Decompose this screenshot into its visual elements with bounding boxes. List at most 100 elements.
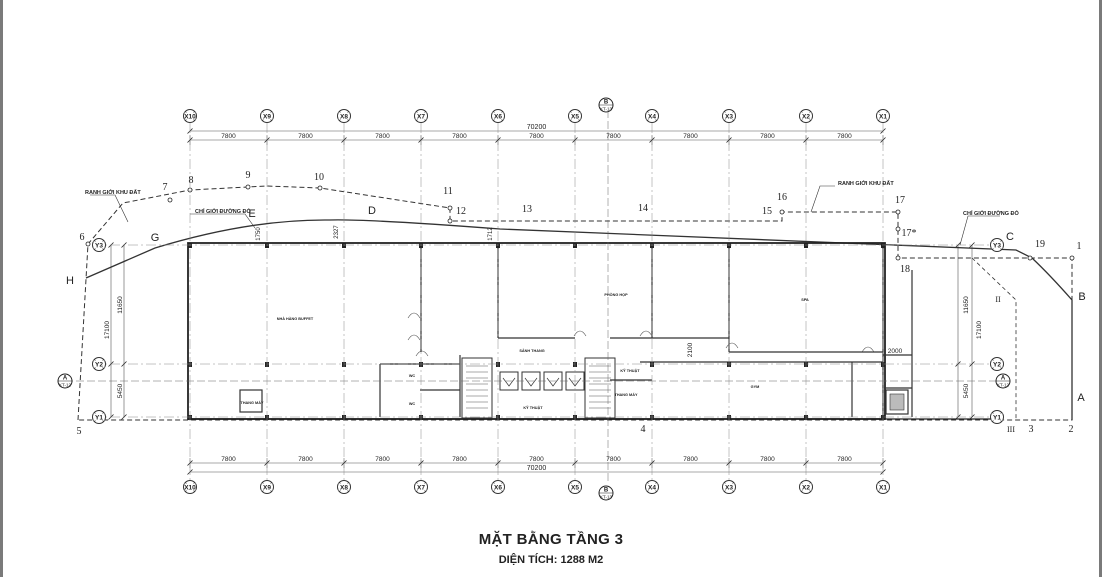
survey-point-roman: III [1007, 425, 1015, 434]
axis-bubble-top-label-bg [492, 112, 504, 120]
survey-point-number: 12 [456, 206, 466, 217]
axis-bubble-right-label-bg [991, 413, 1003, 421]
misc-dim-label: 2100 [687, 342, 694, 357]
lift-mark [502, 377, 516, 387]
axis-bubble-top-label-bg [877, 112, 889, 120]
secondary-boundary [971, 257, 1017, 420]
room-label: KỸ THUẬT [620, 368, 640, 373]
road-leader-right [959, 215, 1000, 246]
misc-dim-label: 1712 [488, 227, 494, 241]
bottom-span-label: 7800 [375, 456, 390, 463]
axis-bubble-bottom-label-bg [800, 483, 812, 491]
survey-point-dot [167, 197, 173, 203]
axis-bubble-top-label-bg [184, 112, 196, 120]
right-page-edge [1099, 0, 1102, 577]
right-outer-dim-tick [969, 242, 975, 248]
survey-point-number: 4 [641, 424, 646, 435]
axis-bubble-right-label: Y1 [993, 415, 1001, 422]
axis-bubble-bottom-label-bg [877, 483, 889, 491]
lift-mark [524, 377, 538, 387]
axis-bubble-top-label: X9 [263, 114, 271, 121]
section-mark-bottom-letter: B [604, 488, 609, 494]
axis-bubble-bottom-label-bg [492, 483, 504, 491]
axis-bubble-bottom-label: X10 [184, 485, 196, 492]
boundary-label-right: RANH GIỚI KHU ĐẤT [838, 179, 894, 187]
bottom-span-label: 7800 [760, 456, 775, 463]
plan-annotations: 7800 7800 7800 7800 7800 7800 7800 7800 7800 7020… [59, 100, 1086, 500]
axis-bubble-right-label: Y2 [993, 362, 1001, 369]
top-span-label: 7800 [683, 133, 698, 140]
boundary-leader-right [810, 185, 835, 213]
axis-bubble-top-label: X4 [648, 114, 656, 121]
bottom-span-label: 7800 [837, 456, 852, 463]
road-label-right: CHỈ GIỚI ĐƯỜNG ĐỎ [963, 209, 1020, 217]
room-label: THANG MÁY [615, 392, 638, 397]
top-total-label: 70200 [527, 124, 547, 131]
left-dim-label: 17100 [104, 321, 111, 339]
survey-point-dot [895, 226, 901, 232]
survey-point-number: 19 [1035, 239, 1045, 250]
axis-bubble-bottom-label: X6 [494, 485, 502, 492]
survey-point-dot [85, 241, 91, 247]
misc-dim-label: 1750 [256, 227, 262, 241]
top-span-label: 7800 [837, 133, 852, 140]
axis-bubble-right-label: Y3 [993, 243, 1001, 250]
door-swing [407, 312, 421, 319]
stair-left [461, 357, 493, 419]
door-swing [639, 330, 653, 337]
site-boundary-line [77, 185, 1073, 421]
room-label: PHÒNG HỌP [604, 292, 628, 297]
right-dim-label: 5450 [963, 383, 970, 398]
axis-bubble-left-label: Y2 [95, 362, 103, 369]
axis-bubble-top-label: X7 [417, 114, 425, 121]
survey-point-number: 3 [1029, 424, 1034, 435]
survey-point-number: 2 [1069, 424, 1074, 435]
survey-point-number: 9 [246, 170, 251, 181]
room-label: GYM [751, 385, 760, 389]
lift-right [885, 389, 909, 415]
survey-point-number: 16 [777, 192, 787, 203]
top-span-label: 7800 [452, 133, 467, 140]
axis-bubble-left-label-bg [93, 360, 105, 368]
axis-bubble-top-label-bg [646, 112, 658, 120]
survey-point-letter: E [248, 208, 255, 220]
bottom-span-label: 7800 [606, 456, 621, 463]
axis-bubble-top-label-bg [569, 112, 581, 120]
survey-point-letter: H [66, 275, 74, 287]
axis-bubble-left-label-bg [93, 413, 105, 421]
axis-bubble-bottom-label: X3 [725, 485, 733, 492]
survey-point-dot [317, 185, 323, 191]
survey-point-dot [447, 205, 453, 211]
axis-bubble-top-label-bg [800, 112, 812, 120]
room-label: WC [409, 402, 416, 406]
survey-point-number: 17* [902, 228, 917, 239]
axis-bubble-top-label: X1 [879, 114, 887, 121]
axis-bubble-left-label-bg [93, 241, 105, 249]
boundary-leader-left [90, 194, 129, 223]
survey-point-number: 15 [762, 206, 772, 217]
axis-bubble-bottom-label-bg [723, 483, 735, 491]
survey-point-number: 8 [189, 175, 194, 186]
left-dim-label: 11650 [117, 296, 124, 314]
bottom-span-label: 7800 [452, 456, 467, 463]
axis-bubble-right-label-bg [991, 241, 1003, 249]
door-swing [415, 350, 429, 357]
room-label: NHÀ HÀNG BUFFET [277, 316, 314, 321]
axis-bubble-top-label: X10 [184, 114, 196, 121]
plan-linework [57, 97, 1075, 501]
axis-bubble-bottom-label: X2 [802, 485, 810, 492]
top-span-label: 7800 [375, 133, 390, 140]
right-outer-dim-tick [969, 361, 975, 367]
section-mark-right-letter: A [1001, 376, 1006, 382]
bottom-span-label: 7800 [298, 456, 313, 463]
axis-bubble-bottom-label: X8 [340, 485, 348, 492]
survey-point-dot [1069, 255, 1075, 261]
axis-bubble-bottom-label: X9 [263, 485, 271, 492]
axis-bubble-right-label-bg [991, 360, 1003, 368]
misc-dim-label: 2327 [334, 225, 340, 239]
survey-point-dot [245, 184, 251, 190]
drawing-title: MẶT BẰNG TẦNG 3 [478, 531, 624, 548]
section-mark-right-ref: KT-12 [997, 383, 1010, 388]
axis-bubble-bottom-label: X4 [648, 485, 656, 492]
survey-point-number: 6 [80, 232, 85, 243]
